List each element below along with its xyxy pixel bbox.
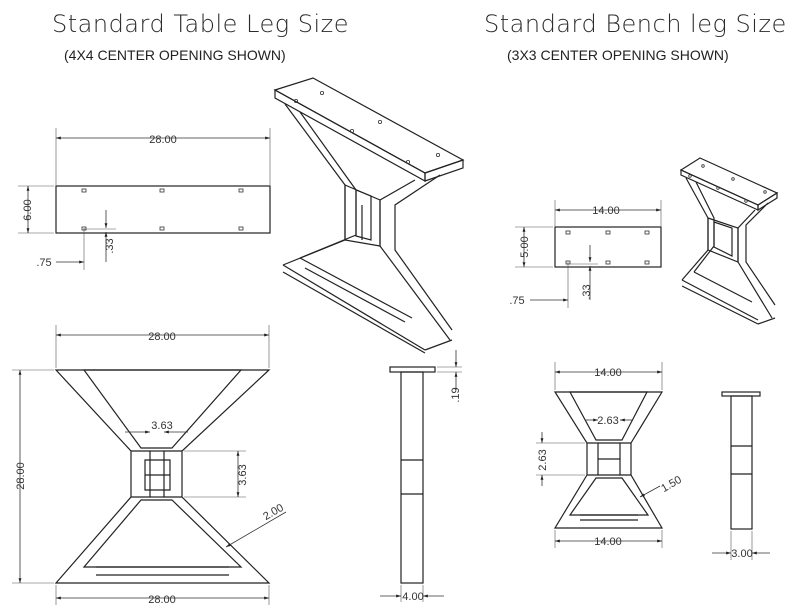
table-leg-title: Standard Table Leg Size xyxy=(52,10,350,38)
bench-leg-title: Standard Bench leg Size xyxy=(484,10,787,38)
table-leg-subtitle: (4X4 CENTER OPENING SHOWN) xyxy=(64,47,286,63)
bench-opening-height-dim: 2.63 xyxy=(537,449,549,470)
table-front-view xyxy=(12,325,287,605)
bench-front-top-width-dim: 14.00 xyxy=(594,367,622,379)
table-hole-offset-y-dim: .33 xyxy=(104,238,116,253)
bench-isometric-view xyxy=(679,157,779,325)
table-hole-offset-x-dim: .75 xyxy=(36,257,51,269)
bench-plate-height-dim: 5.00 xyxy=(519,236,531,257)
table-top-plate xyxy=(55,185,271,234)
bench-leg-subtitle: (3X3 CENTER OPENING SHOWN) xyxy=(507,47,729,63)
bench-opening-width-dim: 2.63 xyxy=(597,415,618,427)
bench-top-plate xyxy=(554,226,662,268)
bench-side-depth-dim: 3.00 xyxy=(731,548,752,560)
table-side-depth-dim: 4.00 xyxy=(402,591,423,603)
table-top-plate-view xyxy=(18,128,271,270)
bench-plate-width-dim: 14.00 xyxy=(592,205,620,217)
bench-hole-offset-y-dim: .33 xyxy=(581,284,593,299)
table-plate-width-dim: 28.00 xyxy=(149,134,177,146)
table-member-width-dim: 2.00 xyxy=(261,502,286,523)
table-front-bottom-width-dim: 28.00 xyxy=(148,594,176,606)
table-opening-height-dim: 3.63 xyxy=(237,464,249,485)
table-side-view xyxy=(380,350,462,602)
table-side-thickness-dim: .19 xyxy=(450,387,462,402)
table-isometric-view xyxy=(273,77,465,354)
bench-top-plate-view xyxy=(515,200,662,308)
table-plate-height-dim: 6.00 xyxy=(22,199,34,220)
table-front-height-dim: 28.00 xyxy=(15,462,27,490)
bench-front-bottom-width-dim: 14.00 xyxy=(594,536,622,548)
bench-front-view xyxy=(536,362,664,548)
bench-member-width-dim: 1.50 xyxy=(659,474,684,495)
bench-hole-offset-x-dim: .75 xyxy=(509,295,524,307)
table-front-top-width-dim: 28.00 xyxy=(148,331,176,343)
bench-side-view xyxy=(712,391,770,560)
table-opening-width-dim: 3.63 xyxy=(151,420,172,432)
